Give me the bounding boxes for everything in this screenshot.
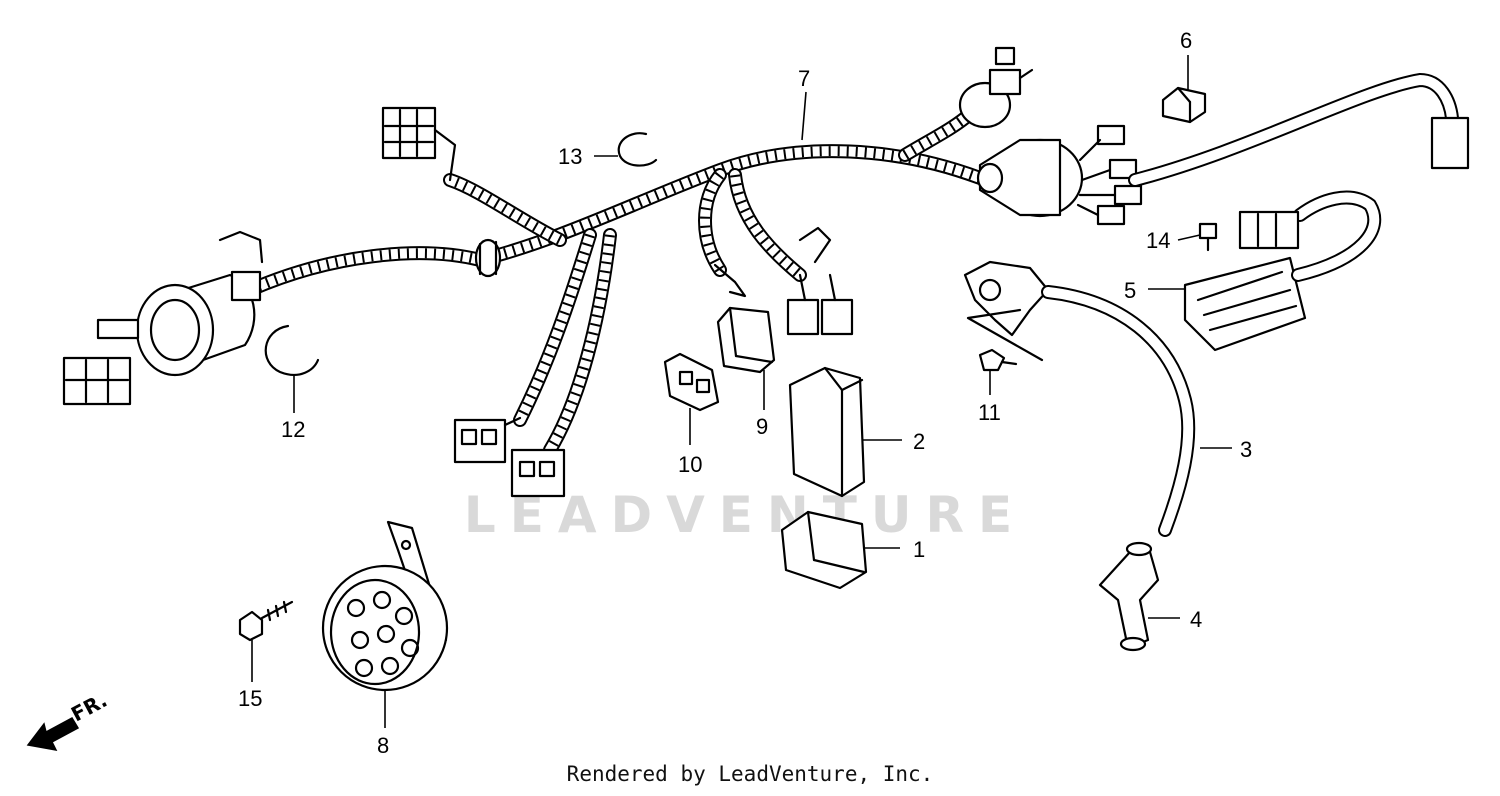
- ignition-switch: [62, 230, 264, 406]
- part-10-connector: [663, 352, 720, 412]
- part-1-unit: [780, 510, 868, 590]
- upper-switch: [958, 46, 1034, 129]
- callout-3: 3: [1240, 437, 1252, 462]
- callout-7: 7: [798, 66, 810, 91]
- part-6-relay: [1161, 86, 1207, 124]
- wire-harness: [243, 111, 987, 457]
- callout-8: 8: [377, 733, 389, 758]
- connector-center-pair: [713, 226, 854, 336]
- callout-9: 9: [756, 414, 768, 439]
- callout-15: 15: [238, 686, 262, 711]
- callout-5: 5: [1124, 278, 1136, 303]
- long-lead-connector: [1128, 72, 1470, 187]
- part-12-clamp: [264, 324, 320, 377]
- front-arrow-icon: FR.: [26, 688, 111, 752]
- part-3-ignition-coil: [963, 260, 1196, 537]
- credit-line: Rendered by LeadVenture, Inc.: [566, 762, 934, 786]
- part-14-bolt: [1198, 222, 1218, 252]
- callout-12: 12: [281, 417, 305, 442]
- callout-10: 10: [678, 452, 702, 477]
- part-5-regulator-rectifier: [1183, 190, 1382, 352]
- callout-11: 11: [978, 400, 1001, 425]
- part-8-horn: [321, 520, 449, 692]
- part-9-module: [716, 306, 776, 374]
- part-4-spark-plug-cap: [1098, 541, 1160, 652]
- callout-4: 4: [1190, 607, 1202, 632]
- part-13-clamp: [617, 132, 658, 167]
- leader-lines: [251, 55, 1232, 728]
- callout-14: 14: [1146, 228, 1170, 253]
- connector-upper-left: [381, 106, 457, 182]
- connector-lower-left: [453, 416, 522, 464]
- callout-numbers: 1 2 3 4 5 6 7 8 9 10 11 12 13 14 15: [238, 28, 1252, 758]
- callout-13: 13: [558, 144, 582, 169]
- part-2-cdi-unit: [788, 366, 866, 498]
- junction-connector: [976, 124, 1143, 226]
- callout-2: 2: [913, 429, 925, 454]
- part-11-screw: [966, 308, 1044, 372]
- connector-lower-right: [510, 448, 566, 498]
- part-15-bolt: [238, 600, 294, 642]
- callout-1: 1: [913, 537, 925, 562]
- callout-6: 6: [1180, 28, 1192, 53]
